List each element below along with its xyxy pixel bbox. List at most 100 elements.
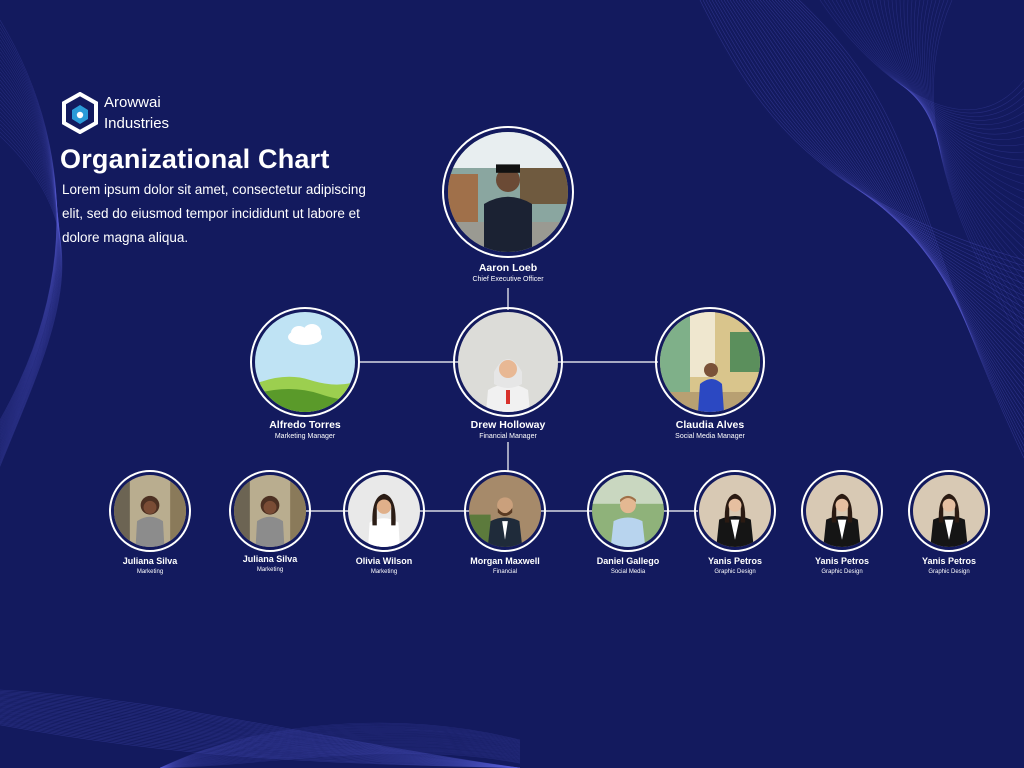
wave-line: [0, 111, 61, 457]
node-ceo[interactable]: Aaron Loeb Chief Executive Officer: [442, 126, 574, 296]
wave-line: [159, 744, 521, 768]
wave-line: [0, 718, 521, 768]
manager-role: Financial Manager: [479, 433, 537, 440]
node-staff-3[interactable]: Olivia Wilson Marketing: [343, 470, 425, 580]
node-manager-1[interactable]: Alfredo Torres Marketing Manager: [250, 307, 360, 447]
wave-line: [926, 0, 1024, 313]
node-manager-3[interactable]: Claudia Alves Social Media Manager: [655, 307, 765, 447]
wave-line: [883, 0, 1024, 209]
wave-line: [0, 716, 521, 768]
wave-line: [0, 79, 59, 445]
wave-line: [910, 0, 1024, 265]
wave-line: [699, 0, 1024, 261]
wave-line: [711, 0, 1024, 285]
wave-line: [705, 0, 1024, 273]
wave-line: [851, 0, 1024, 146]
wave-line: [913, 0, 1024, 273]
wave-line: [875, 0, 1024, 193]
page-title: Organizational Chart: [60, 144, 330, 174]
manager-name: Drew Holloway: [470, 419, 546, 431]
wave-line: [859, 0, 1024, 161]
wave-line: [159, 726, 521, 768]
node-staff-2[interactable]: Juliana Silva Marketing: [229, 470, 311, 580]
wave-line: [159, 739, 521, 768]
wave-line: [0, 55, 58, 435]
wave-line: [777, 0, 1024, 417]
photo-ring: [908, 470, 990, 552]
node-staff-6[interactable]: Yanis Petros Graphic Design: [694, 470, 776, 580]
wave-line: [919, 0, 1024, 289]
wave-line: [863, 0, 1024, 169]
wave-line: [786, 0, 1024, 435]
wave-line: [0, 694, 521, 768]
wave-line: [159, 729, 521, 768]
wave-line: [931, 0, 1024, 337]
wave-line: [924, 0, 1024, 305]
wave-line: [723, 0, 1024, 309]
wave-line: [0, 123, 62, 462]
wave-line: [762, 0, 1024, 387]
wave-line: [0, 695, 521, 768]
manager-photo: [458, 312, 558, 412]
ceo-photo: [448, 132, 568, 252]
wave-line: [159, 734, 521, 768]
wave-line: [0, 707, 521, 768]
wave-line: [159, 743, 521, 768]
wave-line: [738, 0, 1024, 339]
wave-line: [714, 0, 1024, 291]
wave-line: [823, 0, 1024, 114]
staff-role: Social Media: [610, 569, 646, 575]
node-staff-5[interactable]: Daniel Gallego Social Media: [587, 470, 669, 580]
wave-line: [0, 701, 521, 768]
photo-ring: [694, 470, 776, 552]
wave-line: [0, 27, 58, 424]
wave-line: [0, 720, 521, 768]
wave-line: [741, 0, 1024, 345]
wave-line: [0, 39, 58, 429]
wave-line: [159, 742, 521, 768]
wave-line: [0, 59, 58, 437]
wave-line: [783, 0, 1024, 429]
wave-line: [771, 0, 1024, 405]
wave-line: [0, 704, 521, 768]
wave-line: [0, 724, 521, 768]
wave-line: [732, 0, 1024, 327]
wave-line: [933, 0, 1024, 345]
photo-ring: [442, 126, 574, 258]
wave-line: [0, 710, 521, 768]
staff-name: Olivia Wilson: [355, 556, 413, 566]
wave-line: [0, 712, 521, 768]
wave-line: [159, 748, 521, 768]
brand-name-line1: Arowwai: [104, 94, 161, 111]
wave-line: [159, 736, 521, 768]
wave-line: [0, 689, 521, 768]
wave-line: [0, 708, 521, 768]
staff-name: Juliana Silva: [242, 554, 298, 564]
node-manager-2[interactable]: Drew Holloway Financial Manager: [453, 307, 563, 447]
node-staff-1[interactable]: Juliana Silva Marketing: [109, 470, 191, 580]
wave-line: [159, 723, 521, 768]
node-staff-8[interactable]: Yanis Petros Graphic Design: [908, 470, 990, 580]
wave-line: [756, 0, 1024, 375]
wave-line: [159, 737, 521, 768]
wave-line: [780, 0, 1024, 423]
placeholder-landscape-photo: [255, 312, 355, 412]
node-staff-4[interactable]: Morgan Maxwell Financial: [464, 470, 546, 580]
wave-line: [930, 0, 1024, 329]
manager-role: Social Media Manager: [675, 433, 745, 440]
wave-line: [0, 75, 59, 443]
wave-line: [847, 0, 1024, 140]
wave-line: [789, 0, 1024, 441]
wave-line: [729, 0, 1024, 321]
node-staff-7[interactable]: Yanis Petros Graphic Design: [801, 470, 883, 580]
photo-ring: [109, 470, 191, 552]
wave-line: [159, 745, 521, 768]
wave-line: [831, 0, 1024, 121]
wave-line: [768, 0, 1024, 399]
photo-ring: [655, 307, 765, 417]
staff-role: Graphic Design: [714, 569, 756, 575]
photo-ring: [250, 307, 360, 417]
wave-line: [0, 83, 60, 446]
wave-line: [0, 698, 521, 768]
wave-line: [871, 0, 1024, 185]
